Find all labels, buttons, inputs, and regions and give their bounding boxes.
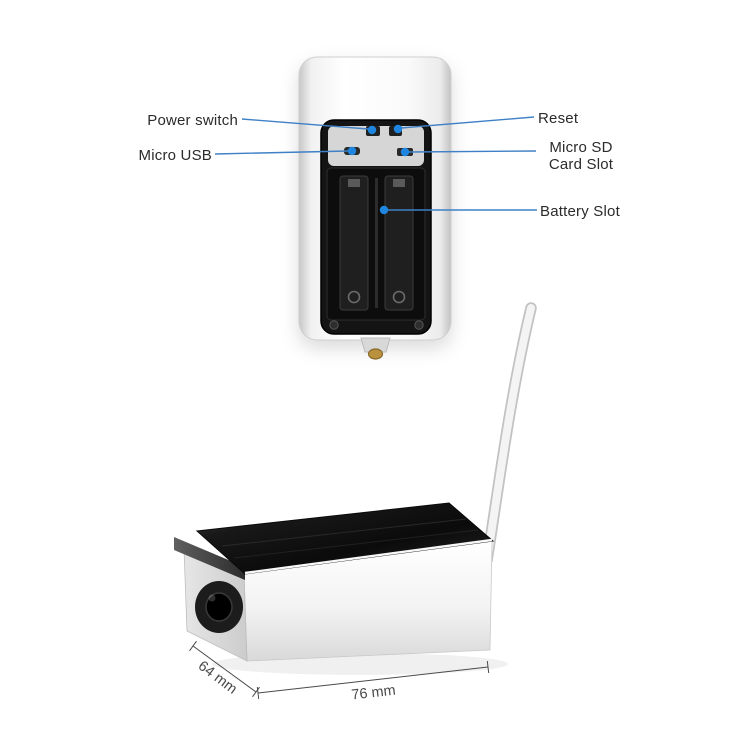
callout-dot-power-switch	[367, 125, 377, 135]
micro-sd-label-line1: Micro SD	[549, 139, 613, 156]
camera-3d-view: 64 mm 76 mm	[174, 302, 537, 704]
lens-highlight	[208, 594, 216, 602]
solar-cell-line-2	[233, 529, 479, 559]
dimension-width-tick-end	[486, 660, 490, 674]
dimension-width-line	[257, 666, 489, 694]
dimension-depth	[189, 640, 260, 698]
callout-dot-micro-usb	[347, 146, 357, 156]
antenna	[481, 302, 537, 566]
battery-channel-left	[339, 175, 369, 311]
micro-sd-label-line2: Card Slot	[548, 156, 614, 173]
callout-lines	[214, 116, 537, 211]
dimension-depth-line	[192, 645, 257, 693]
leader-line-power-switch	[241, 118, 369, 130]
dimension-width	[256, 660, 490, 700]
battery-slot-label: Battery Slot	[540, 203, 620, 220]
reset-label: Reset	[538, 110, 579, 127]
callout-dots	[347, 124, 410, 215]
compartment-screw-left	[329, 320, 339, 330]
dimension-depth-tick-start	[189, 640, 197, 652]
mount-screw	[367, 348, 384, 360]
solar-panel	[195, 502, 495, 575]
leader-line-micro-sd	[408, 150, 537, 153]
callout-dot-battery-slot	[379, 205, 389, 215]
mount-neck	[360, 337, 391, 353]
camera-lens	[205, 592, 233, 622]
dimension-depth-tick-end	[252, 686, 260, 698]
battery-channel-right	[384, 175, 414, 311]
power-switch-label: Power switch	[147, 112, 238, 129]
leader-line-micro-usb	[214, 150, 349, 155]
antenna-rod	[483, 304, 535, 564]
solar-cell-line-1	[221, 518, 467, 547]
lens-visor	[174, 537, 245, 580]
callout-dot-micro-sd	[400, 147, 410, 157]
callout-dot-reset	[393, 124, 403, 134]
leader-line-reset	[400, 116, 535, 129]
battery-spring-left	[347, 290, 361, 304]
battery-contact-top-right	[393, 179, 405, 187]
compartment-screw-right	[414, 320, 424, 330]
dimension-width-label: 76 mm	[351, 683, 397, 704]
micro-usb-label: Micro USB	[138, 147, 212, 164]
camera-back-view	[214, 56, 537, 360]
battery-contact-top-left	[348, 179, 360, 187]
dimension-width-tick-start	[256, 686, 260, 700]
micro-sd-label: Micro SD Card Slot	[537, 139, 625, 173]
panel-front-rim	[244, 538, 493, 575]
battery-spring-right	[392, 290, 406, 304]
